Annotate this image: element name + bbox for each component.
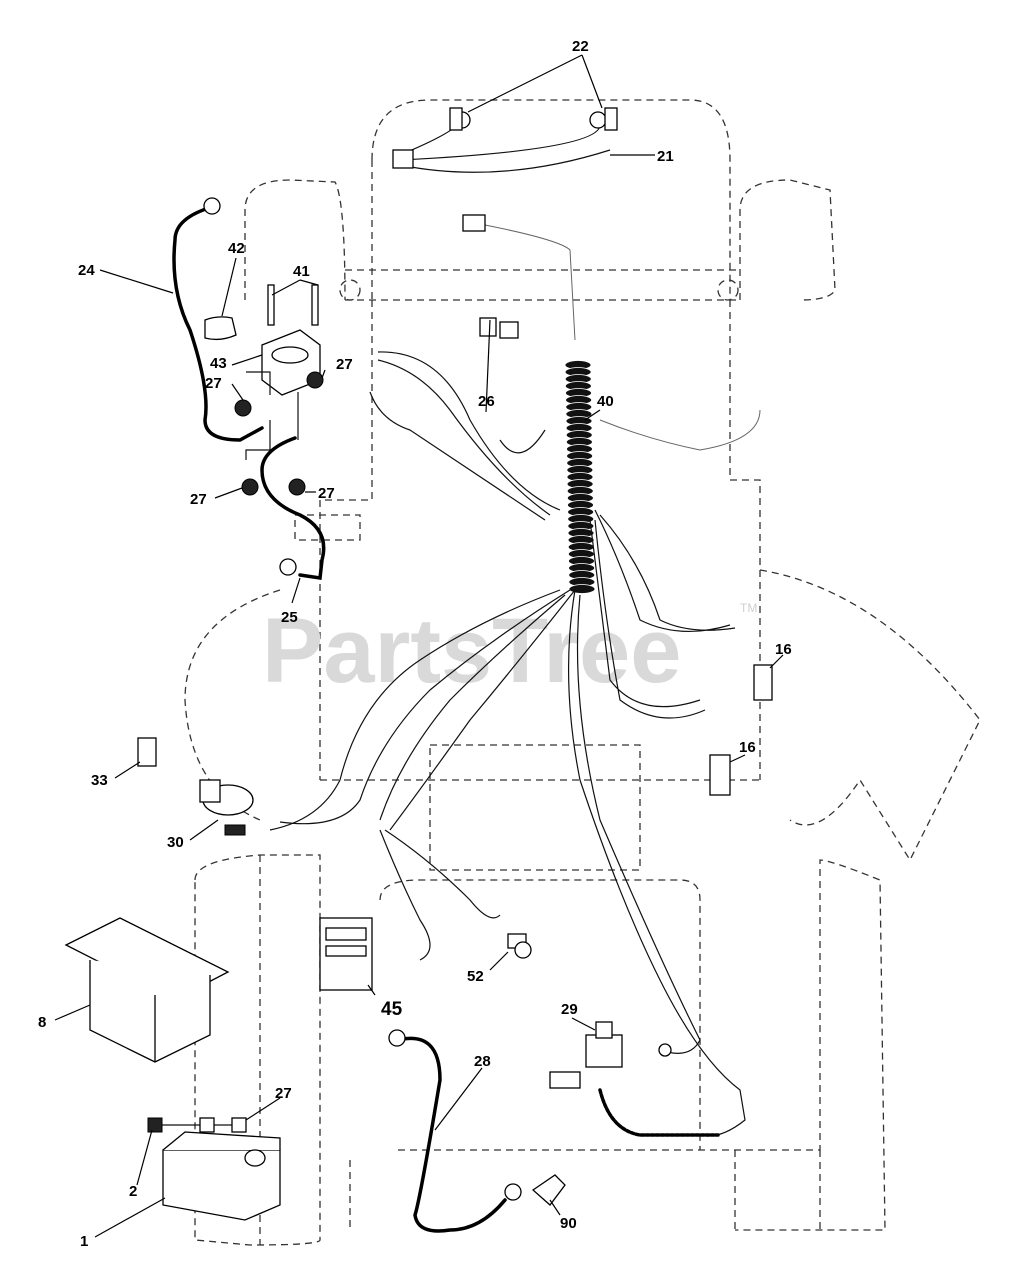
callout-27: 27 xyxy=(190,491,207,508)
relay-33-icon xyxy=(137,737,157,767)
battery-box-8-icon xyxy=(64,917,230,1063)
battery-cable-24 xyxy=(172,205,264,442)
callout-27: 27 xyxy=(205,375,222,392)
callout-27: 27 xyxy=(336,356,353,373)
callout-90: 90 xyxy=(560,1215,577,1232)
harness-loom xyxy=(564,360,596,594)
switch-16-upper-icon xyxy=(753,664,773,701)
callout-27: 27 xyxy=(275,1085,292,1102)
solenoid-assembly xyxy=(204,284,324,496)
callout-8: 8 xyxy=(38,1014,46,1031)
bulb-52-icon xyxy=(514,941,532,959)
connector-26-icon xyxy=(479,317,497,337)
callout-24: 24 xyxy=(78,262,95,279)
battery-1-icon xyxy=(162,1131,281,1221)
callout-42: 42 xyxy=(228,240,245,257)
callout-25: 25 xyxy=(281,609,298,626)
callout-16: 16 xyxy=(775,641,792,658)
callout-29: 29 xyxy=(561,1001,578,1018)
callout-41: 41 xyxy=(293,263,310,280)
watermark: PartsTree xyxy=(262,600,681,702)
connector-icon xyxy=(499,321,519,339)
cable-terminal-icon xyxy=(279,558,297,576)
callout-33: 33 xyxy=(91,772,108,789)
callout-labels: 22 21 24 42 41 43 27 27 27 27 26 40 25 1… xyxy=(38,38,792,1250)
battery-cable-25 xyxy=(260,436,326,581)
cable-terminal-icon xyxy=(504,1183,522,1201)
callout-30: 30 xyxy=(167,834,184,851)
ground-cable-28 xyxy=(396,1036,507,1233)
callout-45: 45 xyxy=(381,999,403,1020)
headlight-assembly xyxy=(392,107,618,173)
callout-21: 21 xyxy=(657,148,674,165)
callout-2: 2 xyxy=(129,1183,137,1200)
leader-lines xyxy=(54,54,784,1238)
callout-43: 43 xyxy=(210,355,227,372)
terminal-boot-90-icon xyxy=(531,1174,566,1206)
callout-22: 22 xyxy=(572,38,589,55)
callout-40: 40 xyxy=(597,393,614,410)
callout-27: 27 xyxy=(318,485,335,502)
main-wire-harness xyxy=(269,214,761,1137)
hour-meter-45-icon xyxy=(319,917,373,991)
seat-switch-29-icon xyxy=(585,1021,623,1068)
loom-ring xyxy=(568,584,596,594)
fuse-holder-2-icon xyxy=(147,1117,247,1133)
callout-26: 26 xyxy=(478,393,495,410)
callout-16: 16 xyxy=(739,739,756,756)
watermark-trademark: TM xyxy=(740,601,757,615)
callout-28: 28 xyxy=(474,1053,491,1070)
chassis-outline xyxy=(184,99,981,1246)
callout-1: 1 xyxy=(80,1233,88,1250)
ground-terminal-icon xyxy=(658,1043,672,1057)
switch-16-lower-icon xyxy=(709,754,731,796)
cable-terminal-icon xyxy=(203,197,221,215)
callout-52: 52 xyxy=(467,968,484,985)
cable-terminal-icon xyxy=(388,1029,406,1047)
ignition-switch-30-icon xyxy=(199,779,254,836)
